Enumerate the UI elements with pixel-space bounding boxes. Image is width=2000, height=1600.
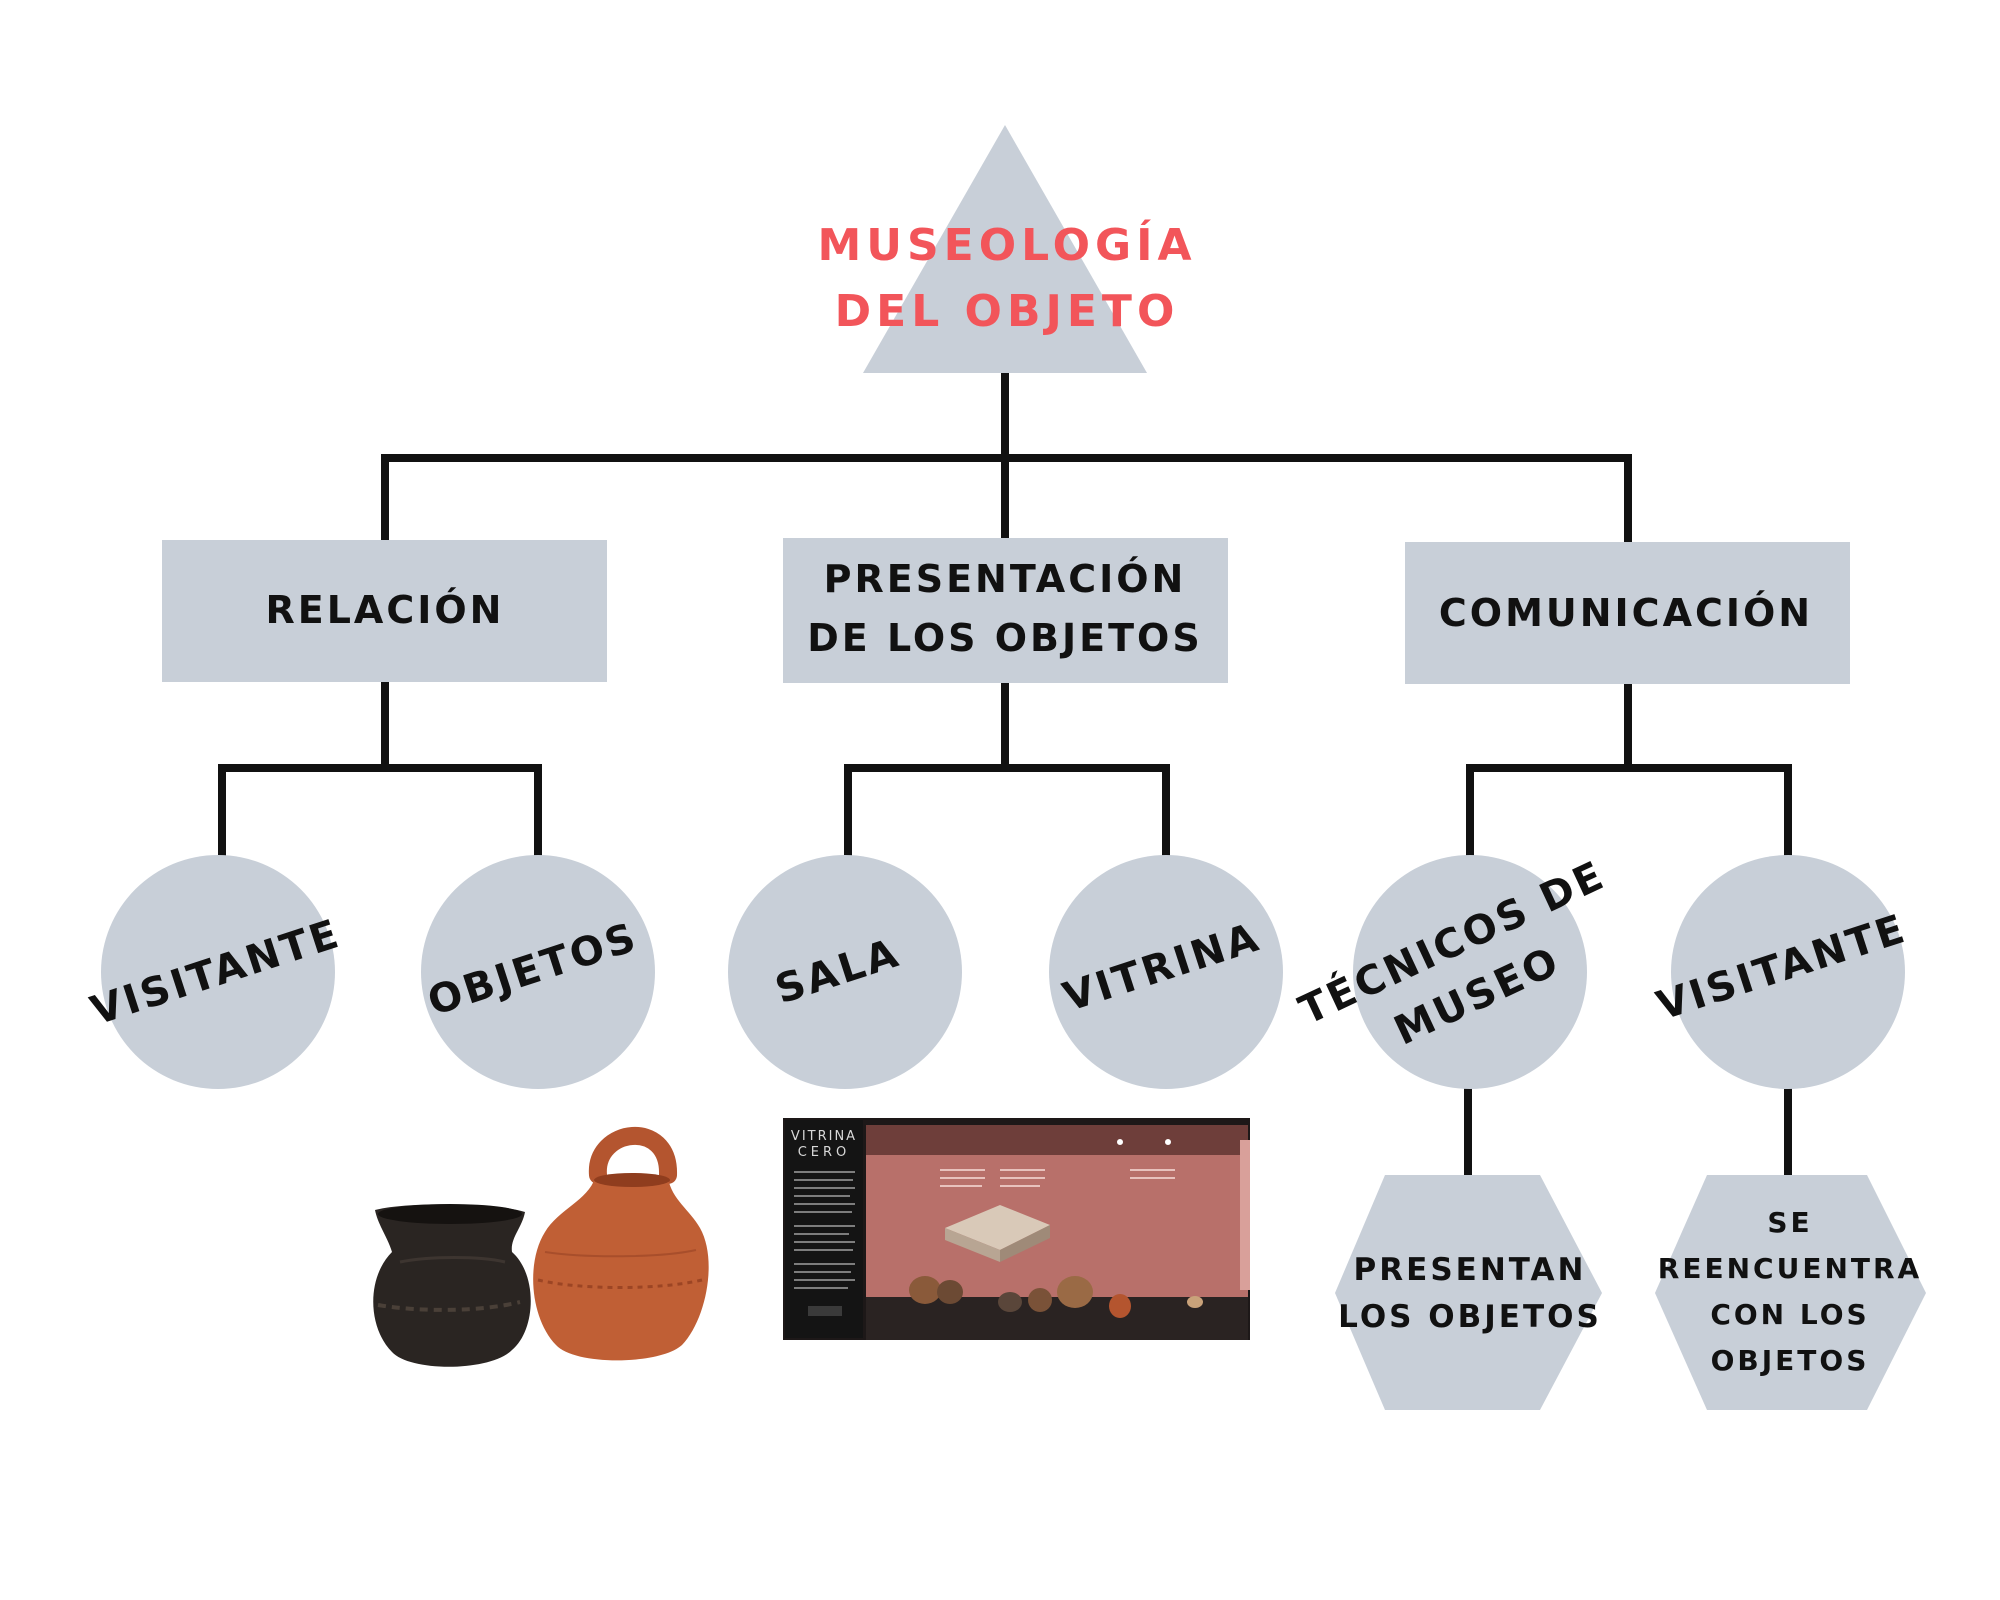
node-circle <box>728 855 962 1089</box>
root-title-line1: MUSEOLOGÍA <box>817 218 1196 271</box>
backdrop-text-icon <box>940 1169 1175 1187</box>
branch-presentacion: PRESENTACIÓN DE LOS OBJETOS <box>783 538 1228 683</box>
black-pot-icon <box>373 1204 531 1367</box>
branch-box <box>162 540 607 682</box>
node-circle <box>1353 855 1587 1089</box>
displayed-pots-icon <box>909 1276 1203 1318</box>
circle-vitrina: VITRINA <box>1049 855 1283 1089</box>
branch-comunicacion: COMUNICACIÓN <box>1405 542 1850 684</box>
terracotta-pitcher-icon <box>533 1127 709 1361</box>
settlement-model-icon <box>945 1205 1050 1250</box>
circle-visitante-relacion: VISITANTE <box>85 855 347 1089</box>
root-triangle <box>863 125 1147 373</box>
hexagon-reencuentra: SE REENCUENTRA CON LOS OBJETOS <box>1655 1175 1926 1410</box>
node-label: CON LOS <box>1710 1298 1869 1331</box>
circle-visitante-comunicacion: VISITANTE <box>1651 855 1913 1089</box>
node-circle <box>101 855 335 1089</box>
node-circle <box>1671 855 1905 1089</box>
branch-label: RELACIÓN <box>266 588 505 632</box>
ceiling-light-icon <box>1117 1139 1123 1145</box>
circle-objetos: OBJETOS <box>421 855 655 1089</box>
node-label: REENCUENTRA <box>1658 1252 1922 1285</box>
branch-relacion: RELACIÓN <box>162 540 607 682</box>
museum-display-case-photo: VITRINA CERO <box>783 1118 1250 1340</box>
node-label: OBJETOS <box>1711 1344 1870 1377</box>
vitrine-sign-line1: VITRINA <box>791 1129 857 1144</box>
node-hexagon <box>1335 1175 1602 1410</box>
node-label: LOS OBJETOS <box>1338 1299 1602 1335</box>
vitrine-sign-panel <box>785 1120 863 1338</box>
vitrine-sign-line2: CERO <box>798 1145 851 1160</box>
node-circle <box>421 855 655 1089</box>
branch-box <box>783 538 1228 683</box>
node-label: SE <box>1767 1206 1812 1239</box>
ceramic-vessels-photo <box>373 1127 709 1367</box>
branch-label: DE LOS OBJETOS <box>807 616 1202 660</box>
hexagon-presentan: PRESENTAN LOS OBJETOS <box>1335 1175 1602 1410</box>
root-title-line2: DEL OBJETO <box>835 286 1180 337</box>
branch-label: COMUNICACIÓN <box>1439 591 1813 635</box>
connector-lines <box>218 371 1792 1179</box>
display-shelf <box>866 1297 1248 1340</box>
sign-text-lines-icon <box>794 1171 855 1289</box>
branch-label: PRESENTACIÓN <box>824 557 1187 601</box>
circle-tecnicos: TÉCNICOS DE MUSEO <box>1292 850 1613 1089</box>
node-label: PRESENTAN <box>1354 1252 1587 1288</box>
node-circle <box>1049 855 1283 1089</box>
root-node: MUSEOLOGÍA DEL OBJETO <box>817 125 1196 373</box>
branch-box <box>1405 542 1850 684</box>
node-hexagon <box>1655 1175 1926 1410</box>
circle-sala: SALA <box>728 855 962 1089</box>
